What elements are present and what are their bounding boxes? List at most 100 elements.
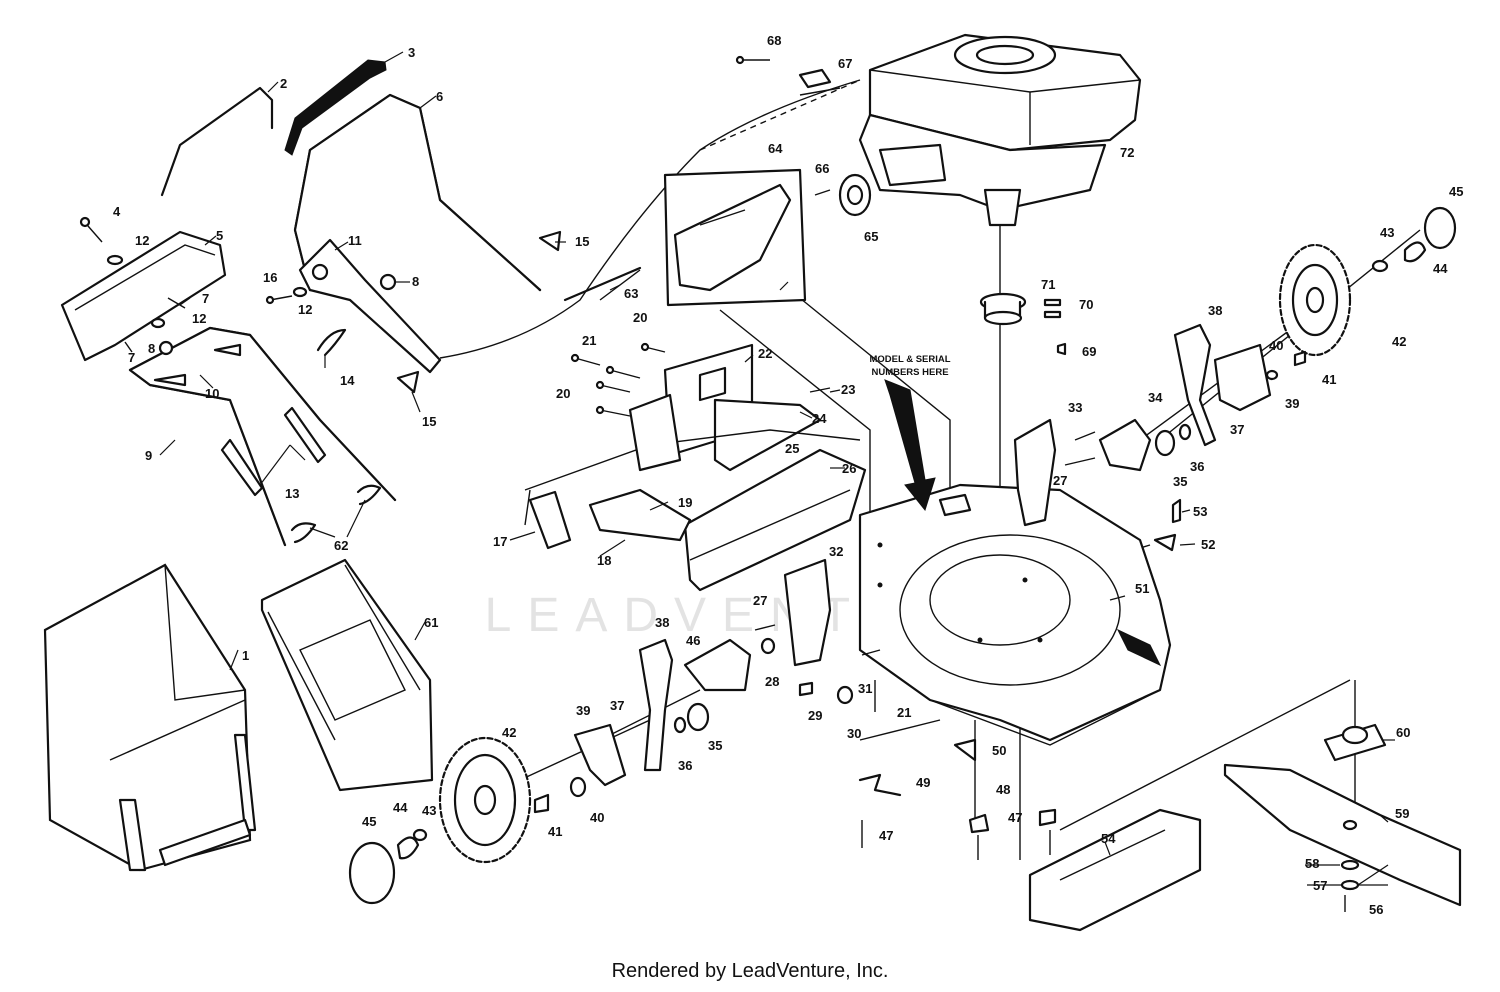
callout-labels: 1 2 3 4 5 6 7 7 8 8 9 10 11 12 12 12 13 … [113, 33, 1463, 917]
serial-note-line1: MODEL & SERIAL [869, 354, 950, 365]
callout-45a: 45 [1449, 184, 1463, 199]
callout-44b: 44 [393, 800, 408, 815]
callout-8a: 8 [148, 341, 155, 356]
callout-14: 14 [340, 373, 355, 388]
bolts-20-21 [570, 342, 831, 472]
spacer-35-left [686, 702, 710, 732]
callout-54: 54 [1101, 831, 1116, 846]
callout-17: 17 [493, 534, 507, 549]
lower-handle [128, 326, 397, 547]
callout-47a: 47 [879, 828, 893, 843]
engine [858, 33, 1142, 227]
bracket-39-right [1213, 343, 1272, 412]
height-adjuster-plate-33 [1013, 418, 1057, 527]
callout-63: 63 [624, 286, 638, 301]
callout-21a: 21 [582, 333, 596, 348]
callout-21b: 21 [897, 705, 911, 720]
callout-5: 5 [216, 228, 223, 243]
callout-35b: 35 [708, 738, 722, 753]
callout-43b: 43 [422, 803, 436, 818]
callout-41b: 41 [548, 824, 562, 839]
callout-38a: 38 [1208, 303, 1222, 318]
upper-handle-wire [160, 86, 274, 197]
rear-baffle [683, 448, 867, 592]
washer-36-right [1178, 423, 1192, 441]
blade-and-hardware [1223, 723, 1462, 912]
grass-bag [43, 563, 257, 872]
callout-22: 22 [758, 346, 772, 361]
callout-36a: 36 [1190, 459, 1204, 474]
callout-9: 9 [145, 448, 152, 463]
callout-33: 33 [1068, 400, 1082, 415]
callout-57: 57 [1313, 878, 1327, 893]
callout-37a: 37 [1230, 422, 1244, 437]
callout-69: 69 [1082, 344, 1096, 359]
callout-23: 23 [841, 382, 855, 397]
deflector-shield [663, 168, 807, 307]
callout-31: 31 [858, 681, 872, 696]
height-adjuster-plate-32 [783, 558, 832, 667]
callout-51: 51 [1135, 581, 1149, 596]
callout-6: 6 [436, 89, 443, 104]
skirt-bracket-18 [588, 488, 692, 542]
skirt-bracket-17 [528, 490, 572, 550]
callout-46: 46 [686, 633, 700, 648]
callout-52: 52 [1201, 537, 1215, 552]
spacer-35-right [1154, 429, 1176, 457]
callout-44a: 44 [1433, 261, 1448, 276]
callout-37b: 37 [610, 698, 624, 713]
callout-20a: 20 [633, 310, 647, 325]
small-hardware-right [1064, 206, 1457, 552]
callout-60: 60 [1396, 725, 1410, 740]
callout-1: 1 [242, 648, 249, 663]
handle-brackets [220, 406, 327, 497]
callout-34: 34 [1148, 390, 1163, 405]
small-hardware [79, 55, 1067, 544]
callout-20b: 20 [556, 386, 570, 401]
callout-30: 30 [847, 726, 861, 741]
rear-skirt-panel [524, 429, 861, 526]
callout-18: 18 [597, 553, 611, 568]
discharge-chute-54 [1028, 808, 1202, 932]
washer-36-left [673, 716, 687, 734]
callout-64: 64 [768, 141, 783, 156]
serial-note-line2: NUMBERS HERE [871, 367, 948, 378]
callout-27a: 27 [753, 593, 767, 608]
callout-13: 13 [285, 486, 299, 501]
callout-36b: 36 [678, 758, 692, 773]
handle-cover [60, 230, 227, 362]
callout-53: 53 [1193, 504, 1207, 519]
callout-8b: 8 [412, 274, 419, 289]
callout-35a: 35 [1173, 474, 1187, 489]
callout-12a: 12 [135, 233, 149, 248]
callout-59: 59 [1395, 806, 1409, 821]
callout-3: 3 [408, 45, 415, 60]
callout-11: 11 [348, 233, 362, 248]
callout-42a: 42 [1392, 334, 1406, 349]
lever-38-left [638, 638, 674, 772]
bottom-small-parts [858, 738, 1057, 860]
callout-43a: 43 [1380, 225, 1394, 240]
callout-67: 67 [838, 56, 852, 71]
wheel-42-left [438, 736, 532, 864]
callout-12c: 12 [298, 302, 312, 317]
callout-39b: 39 [576, 703, 590, 718]
callout-65: 65 [864, 229, 878, 244]
callout-41a: 41 [1322, 372, 1336, 387]
callout-72: 72 [1120, 145, 1134, 160]
callout-16: 16 [263, 270, 277, 285]
callout-7a: 7 [202, 291, 209, 306]
callout-32: 32 [829, 544, 843, 559]
callout-71: 71 [1041, 277, 1055, 292]
callout-40a: 40 [1269, 338, 1283, 353]
handle-grip [284, 59, 387, 156]
bracket-39-left [573, 723, 627, 787]
rear-door [713, 398, 822, 472]
small-hardware-left [348, 624, 881, 905]
callout-62: 62 [334, 538, 348, 553]
callout-45b: 45 [362, 814, 376, 829]
callout-2: 2 [280, 76, 287, 91]
callout-70: 70 [1079, 297, 1093, 312]
callout-38b: 38 [655, 615, 669, 630]
height-adjuster-34 [1098, 418, 1152, 472]
